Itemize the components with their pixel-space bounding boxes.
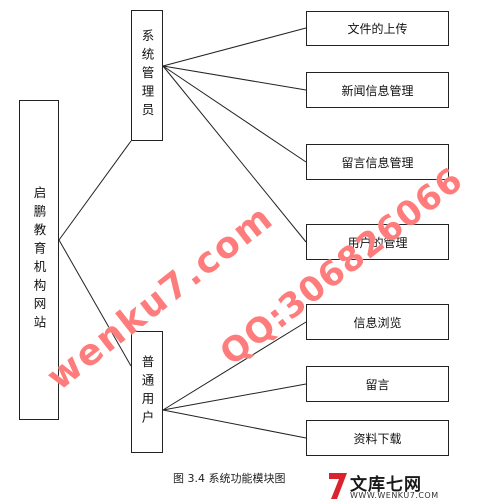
function-node-users: 用户的管理 bbox=[306, 224, 449, 260]
figure-caption: 图 3.4 系统功能模块图 bbox=[173, 472, 286, 485]
brand-url: WWW.WENKU7.COM bbox=[350, 491, 439, 500]
brand-logo: 文库七网 WWW.WENKU7.COM bbox=[328, 470, 478, 502]
root-node-label: 启鹏教育机构网站 bbox=[31, 186, 47, 334]
function-node-news: 新闻信息管理 bbox=[306, 72, 449, 108]
connector-root-user bbox=[58, 239, 132, 367]
function-node-upload: 文件的上传 bbox=[306, 11, 449, 46]
root-node: 启鹏教育机构网站 bbox=[19, 100, 59, 420]
connector-root-admin bbox=[58, 140, 132, 241]
role-node-user-label: 普通用户 bbox=[139, 355, 155, 429]
function-node-users-label: 用户的管理 bbox=[347, 235, 408, 250]
function-node-message-admin: 留言信息管理 bbox=[306, 144, 449, 180]
function-node-news-label: 新闻信息管理 bbox=[341, 83, 414, 98]
connector-user-message bbox=[162, 383, 307, 411]
connector-admin-news bbox=[162, 65, 307, 91]
connector-user-browse bbox=[162, 321, 307, 411]
function-node-message-admin-label: 留言信息管理 bbox=[341, 155, 414, 170]
function-node-download: 资料下载 bbox=[306, 420, 449, 456]
role-node-user: 普通用户 bbox=[131, 331, 163, 453]
function-node-upload-label: 文件的上传 bbox=[347, 22, 408, 36]
function-node-message-label: 留言 bbox=[365, 377, 390, 392]
connector-admin-message bbox=[162, 65, 307, 163]
function-node-download-label: 资料下载 bbox=[353, 431, 402, 446]
connector-user-download bbox=[162, 409, 307, 439]
role-node-admin-label: 系统管理员 bbox=[139, 29, 155, 122]
connector-admin-users bbox=[162, 65, 307, 243]
connector-admin-upload bbox=[162, 27, 307, 67]
role-node-admin: 系统管理员 bbox=[131, 10, 163, 141]
function-node-browse-label: 信息浏览 bbox=[353, 315, 402, 330]
function-node-message: 留言 bbox=[306, 366, 449, 402]
brand-seven-icon bbox=[329, 473, 347, 499]
brand-name: 文库七网 bbox=[350, 475, 422, 495]
function-node-browse: 信息浏览 bbox=[306, 304, 449, 340]
